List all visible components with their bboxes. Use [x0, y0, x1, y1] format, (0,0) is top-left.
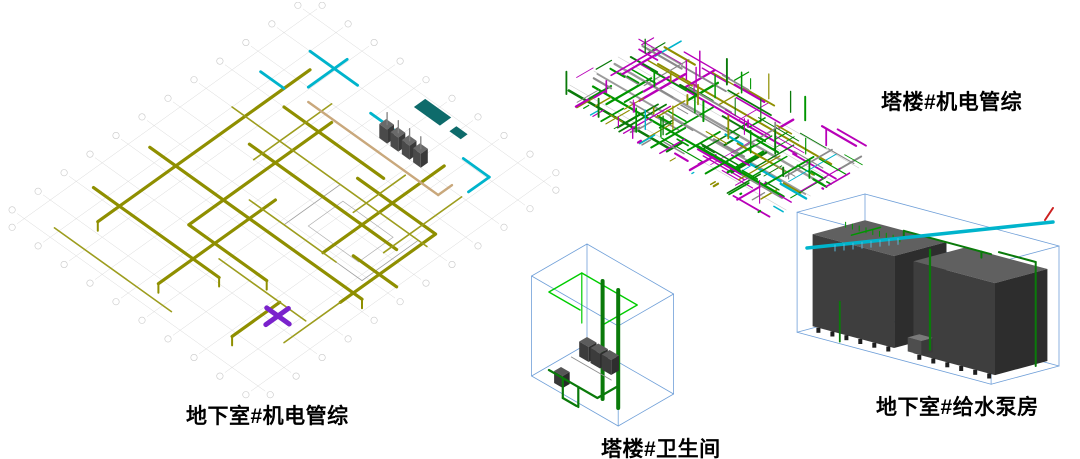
tower-bathroom-model — [515, 228, 695, 428]
tower-bathroom-label: 塔楼#卫生间 — [601, 438, 721, 459]
tower-mep-model-image — [565, 37, 867, 218]
basement-mep-label: 地下室#机电管综 — [186, 405, 349, 428]
pump-room-model — [795, 188, 1070, 393]
pump-room-model-image — [796, 193, 1060, 385]
basement-mep-model-image — [8, 2, 560, 399]
basement-mep-model — [8, 2, 560, 400]
tower-mep-label: 塔楼#机电管综 — [881, 91, 1023, 114]
tower-bathroom-model-image — [531, 243, 675, 427]
tower-mep-model — [550, 12, 880, 227]
pump-room-label: 地下室#给水泵房 — [876, 396, 1039, 419]
